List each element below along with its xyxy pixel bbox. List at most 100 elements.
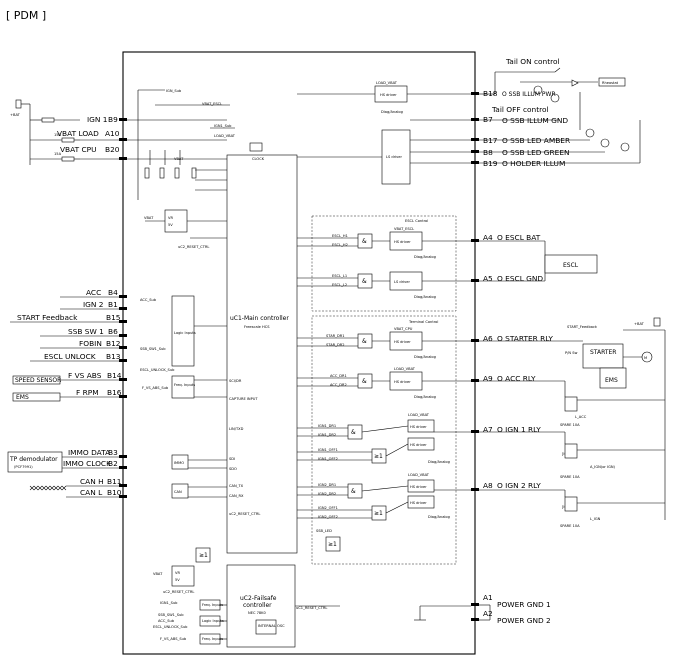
tp-demodulator-part: (PCF7991) [14,465,33,469]
pin-frpm-label: F RPM [76,388,99,397]
acc-and-gate: & [362,378,367,385]
escl-ls-driver: LS driver [394,280,411,284]
start-feedback-ext: START_Feedback [567,325,598,329]
left-pins: IGN 1 B9 VBAT LOAD A10 VBAT CPU B20 ACC … [7,115,127,498]
pin-a5-code: A5 [483,274,493,283]
ign2-hs-driver-a: HS driver [410,485,427,489]
pin-acc-label: ACC [86,288,101,297]
escl-and-gate-2: & [362,278,367,285]
pin-ssb-sw1-label: SSB SW 1 [68,327,104,336]
uc2-acc-sub: ACC_Sub [158,619,175,623]
ign2-diag: Diag/Analog [428,515,450,519]
uc2-or-gate: ≥1 [199,552,208,559]
pin-immo-clock-label: IMMO CLOCK [63,459,111,468]
label-vbat-internal: VBAT [174,157,184,161]
logic-input-label: Logic Inputs [174,331,196,335]
fuse-label-1: 15A [54,133,62,137]
uc2-escl-unlock-sub: ESCL_UNLOCK_Sub [153,625,188,629]
label-ign1-sub: IGN1_Sub [214,124,232,128]
uc2-failsafe-controller: uC2-Failsafe controller NEC 78K0 INTERNA… [153,547,340,648]
acc-diag: Diag/Analog [414,395,436,399]
escl-label: ESCL [563,262,579,269]
label-ign1-off1: IGN1_OFF1 [318,448,338,452]
uc1-main-controller: uC1-Main controller Freescale HCS CLOCK … [226,142,298,554]
label-escl-h1: ESCL_H1 [332,234,348,238]
ign1-hs-driver-b: HS driver [410,443,427,447]
label-ign-sub: IGN_Sub [166,89,182,93]
pin-a7-label: O IGN 1 RLY [497,425,541,434]
pin-ign2-label: IGN 2 [83,300,104,309]
pin-a9-code: A9 [483,374,493,383]
ls-driver-leds: LS driver [386,155,403,159]
uc2-regulator-vr: VR [175,571,180,575]
pin-a6-code: A6 [483,334,493,343]
label-ssb-sw1-sub: SSB_SW1_Sub [140,347,166,351]
immo-interface-label: IMMO [174,461,184,465]
label-escl-unlock-sub: ESCL_UNLOCK_Sub [140,368,175,372]
uc1-capture: CAPTURE INPUT [229,397,258,401]
tail-on-label: Tail ON control [505,57,560,66]
diag-analog-tail: Diag/Analog [381,110,403,114]
terminal-control-title: Terminal Control [408,320,438,324]
regulator-label: VR [168,216,173,220]
pin-start-feedback-label: START Feedback [17,313,78,322]
ign1-relay-fuse: SPARE 10A [560,475,580,479]
ign1-relay-out: A_IGN(or IGN) [590,465,616,469]
pin-b18-code: B18 [483,89,498,98]
uc2-logic-input: Logic Inputs [202,619,224,623]
pin-b8-code: B8 [483,148,493,157]
uc2-fvs-abs-sub: F_VS_ABS_Sub [160,637,187,641]
ign2-relay-fuse: SPARE 10A [560,524,580,528]
battery-input-circuit: +BAT 15A 15A [10,99,80,165]
uc2-vbat: VBAT [153,572,163,576]
uc1-lin: LIN/TXD [229,427,244,431]
escl-box [544,254,598,274]
ign2-load-vbat: LOAD_VBAT [408,473,430,477]
uc2-internal-osc: INTERNAL OSC [258,624,285,628]
label-uc2-reset-ctrl: uC2_RESET_CTRL [178,245,209,249]
uc2-regulator-5v: 5V [175,578,180,582]
pin-ssb-sw1-code: B6 [108,327,118,336]
label-star-dr2: STAR_DR2 [326,343,345,347]
uc2-title-line2: controller [243,602,272,609]
terminal-control-block: Terminal Control & HS driver VBAT_CPU Di… [297,315,475,565]
pin-immo-data-code: B3 [108,448,118,457]
pin-a8-label: O IGN 2 RLY [497,481,541,490]
rheostat-label: Rheostat [602,81,619,85]
motor-symbol: M [644,356,647,360]
bat-symbol-right: +BAT [634,322,645,326]
label-vbat-escl: VBAT_ESCL [202,102,222,106]
label-load-vbat: LOAD_VBAT [214,134,236,138]
speed-sensor-label: SPEED SENSOR [15,377,61,384]
uc1-sdo: SDO [229,467,237,471]
label-ign2-off1: IGN2_OFF1 [318,506,338,510]
acc-load-vbat: LOAD_VBAT [394,367,416,371]
external-escl: ESCL [479,240,598,282]
pin-b19-code: B19 [483,159,498,168]
label-star-dr1: STAR_DR1 [326,334,345,338]
acc-relay-fuse: SPARE 10A [560,423,580,427]
ems-label: EMS [16,394,29,401]
pdm-module-outline [122,51,476,655]
ign1-and-gate: & [351,429,356,436]
label-acc-dr2: ACC_DR2 [330,383,347,387]
starter-hs-driver: HS driver [394,340,411,344]
starter-diag: Diag/Analog [414,355,436,359]
pin-vbat-load-label: VBAT LOAD [57,129,99,138]
pin-immo-clock-code: B2 [108,459,118,468]
uc1-can-tx: CAN_TX [229,484,244,488]
starter-and-gate: & [362,338,367,345]
pin-a2-label: POWER GND 2 [497,616,551,625]
external-starter: START_Feedback P/N Sw STARTER M EMS +BAT [479,317,666,400]
ign2-relay-out: L_IGN [590,517,601,521]
escl-diag-1: Diag/Analog [414,255,436,259]
pin-start-feedback-code: B15 [106,313,121,322]
external-relays: ACC L_ACC SPARE 10A [IGN] A_IGN(or IGN) … [479,380,666,528]
pin-a8-code: A8 [483,481,493,490]
page-title: [ PDM ] [6,9,46,22]
pin-b18-label: O SSB ILLUM PWR [502,91,556,98]
label-vbat-escl-2: VBAT_ESCL [394,227,414,231]
uc2-freq-input-2: Freq. Inputs [202,637,223,641]
pn-sw-label: P/N Sw [565,351,577,355]
pin-b7-label: O SSB ILLUM GND [502,116,568,125]
